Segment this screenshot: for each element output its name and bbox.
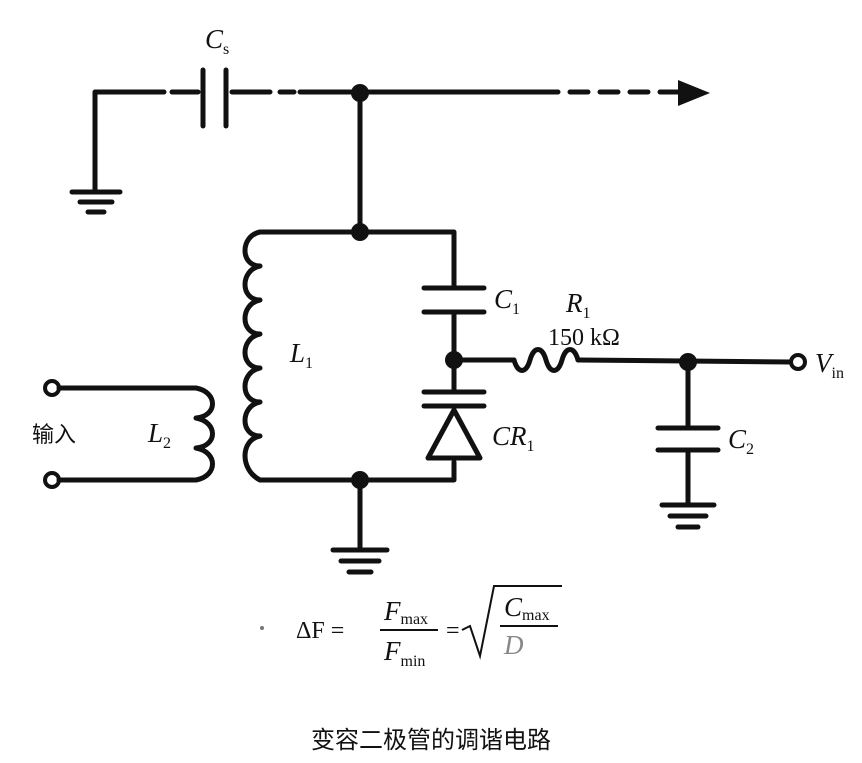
formula-denominator: D	[503, 630, 524, 660]
label-vin: Vin	[815, 348, 844, 382]
label-l2: L2	[147, 418, 171, 452]
formula-fmax: Fmax	[383, 596, 428, 628]
terminal-vin	[789, 353, 807, 371]
label-c2: C2	[728, 424, 754, 458]
label-r1: R1	[565, 288, 591, 322]
formula-fmin: Fmin	[383, 636, 425, 670]
figure-caption: 变容二极管的调谐电路	[311, 726, 551, 754]
output-arrow	[678, 80, 710, 106]
label-cs: Cs	[205, 24, 229, 58]
formula-equals: =	[446, 618, 460, 644]
capacitor-c2	[655, 425, 721, 453]
varactor-diode-cr1	[421, 389, 487, 461]
capacitor-c1	[421, 285, 487, 315]
ground-tank	[330, 547, 390, 575]
capacitor-cs	[200, 67, 229, 129]
inductor-l2	[193, 385, 215, 483]
formula-cmax: Cmax	[504, 592, 550, 624]
ground-top-left	[69, 189, 123, 215]
label-cr1: CR1	[492, 421, 535, 455]
label-c1: C1	[494, 284, 520, 318]
formula-delta-f: ΔF =	[296, 618, 344, 644]
label-l1: L1	[289, 338, 313, 372]
formula: ΔF = Fmax Fmin = Cmax D	[260, 585, 562, 670]
wire	[575, 357, 793, 365]
label-input: 输入	[32, 423, 76, 448]
top-wire	[92, 89, 683, 193]
ground-c2	[659, 502, 717, 530]
label-r1-value: 150 kΩ	[548, 325, 620, 351]
inductor-l1	[242, 229, 263, 483]
resistor-r1	[511, 347, 581, 373]
tank-wires	[257, 229, 457, 551]
